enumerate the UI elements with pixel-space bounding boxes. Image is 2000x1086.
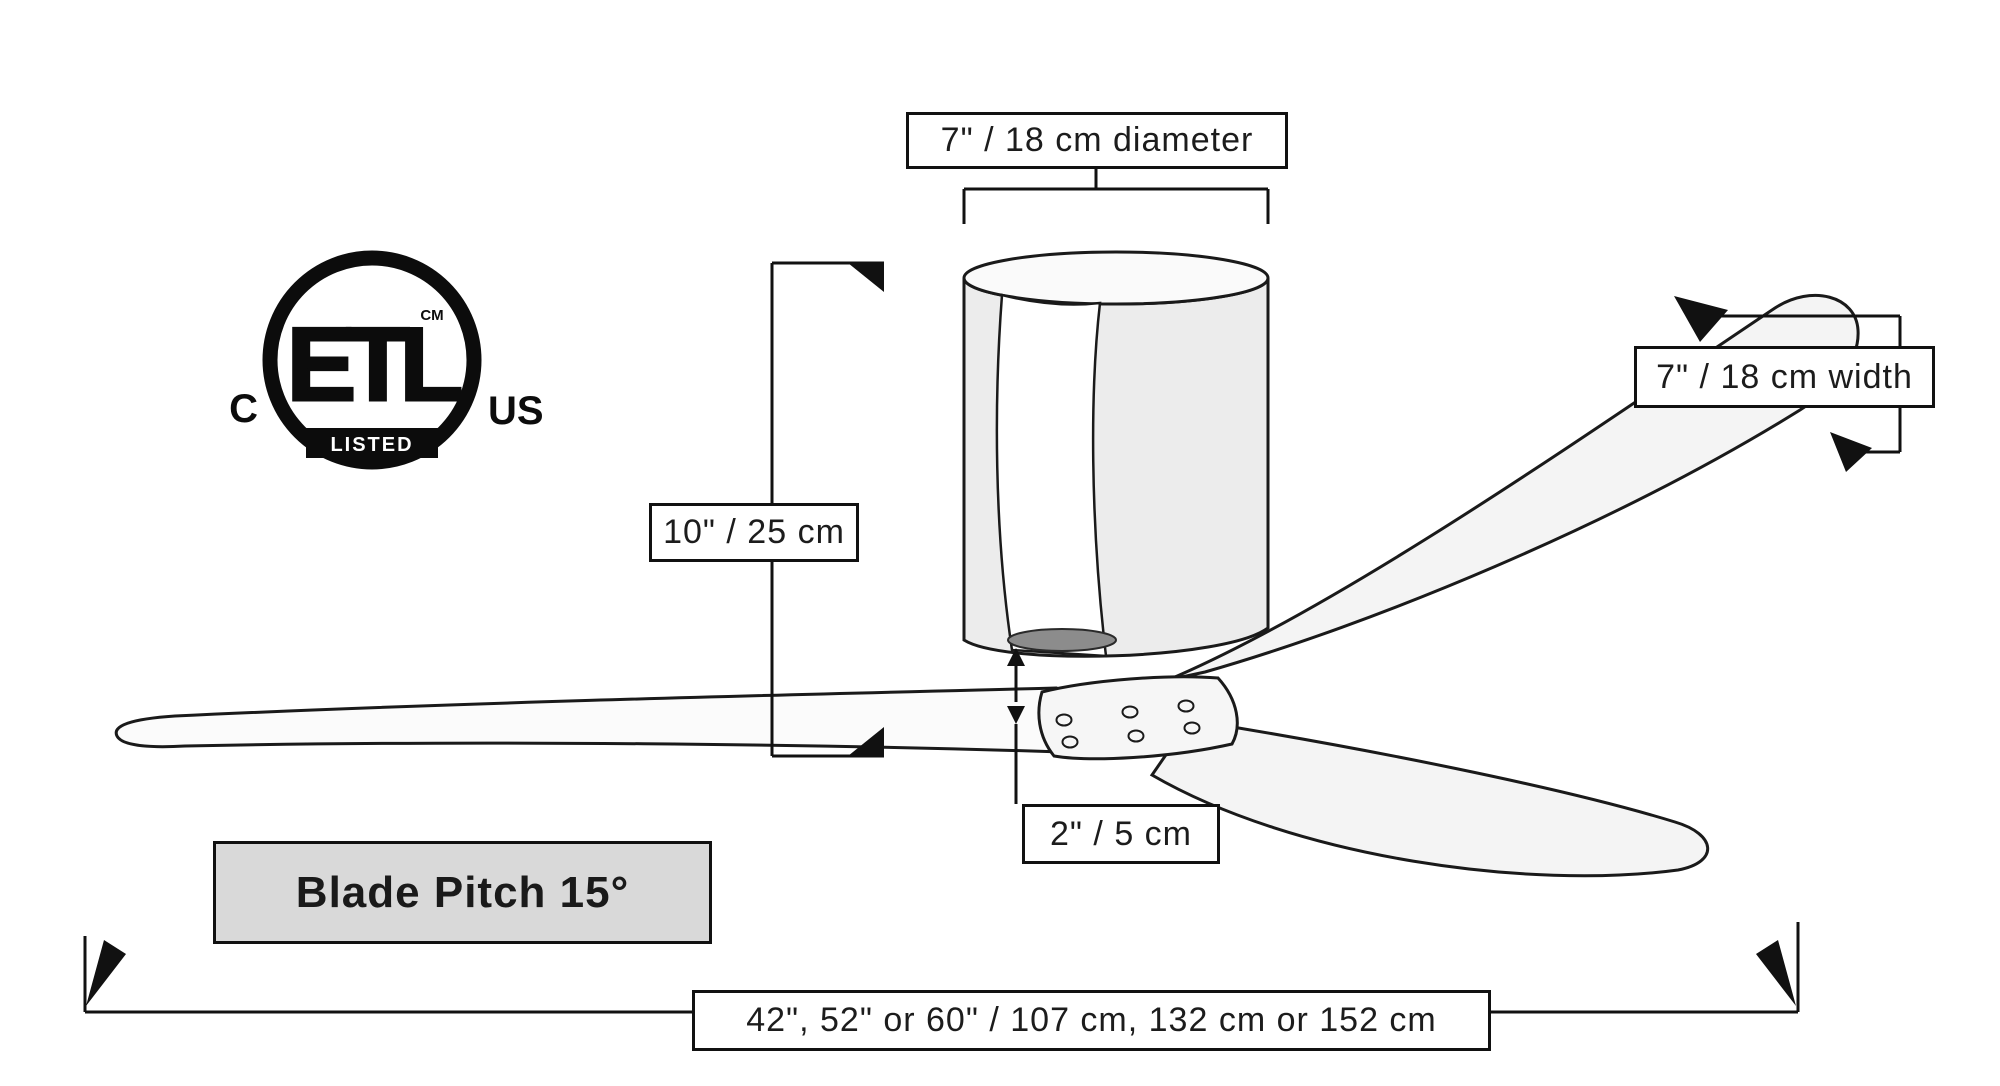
span-arrow-left bbox=[86, 940, 126, 1006]
screw-hole bbox=[1061, 735, 1079, 749]
gap-arrow-down bbox=[1007, 706, 1025, 724]
etl-logo-mark: ETL bbox=[287, 307, 461, 423]
height-arrow-bottom bbox=[848, 727, 884, 756]
height-label: 10" / 25 cm bbox=[649, 503, 859, 562]
blade-width-label: 7" / 18 cm width bbox=[1634, 346, 1935, 408]
etl-logo-tm: CM bbox=[420, 307, 443, 324]
screw-hole bbox=[1121, 705, 1139, 719]
span-arrow-right bbox=[1756, 940, 1796, 1006]
etl-country-right: US bbox=[488, 389, 544, 433]
fan-blade-lower-right bbox=[1149, 718, 1710, 878]
hub-gap-label: 2" / 5 cm bbox=[1022, 804, 1220, 864]
blade-pitch-label: Blade Pitch 15° bbox=[213, 841, 712, 944]
diameter-label: 7" / 18 cm diameter bbox=[906, 112, 1288, 169]
screw-hole bbox=[1055, 713, 1073, 727]
screw-hole bbox=[1177, 699, 1195, 713]
etl-country-left: C bbox=[229, 387, 258, 431]
dimension-lines bbox=[83, 169, 1902, 1014]
gap-arrow-up bbox=[1007, 648, 1025, 666]
hub-plate bbox=[1037, 675, 1239, 761]
fan-blade-left bbox=[114, 686, 1064, 754]
diameter-bracket bbox=[962, 169, 1270, 224]
width-arrow-bottom bbox=[1830, 432, 1872, 472]
screw-hole bbox=[1183, 721, 1201, 735]
height-arrow-top bbox=[848, 263, 884, 292]
screw-hole bbox=[1127, 729, 1145, 743]
housing-light-stripe bbox=[995, 293, 1108, 658]
motor-housing-top bbox=[962, 250, 1270, 306]
etl-logo-ring bbox=[262, 250, 482, 470]
etl-listed-banner bbox=[306, 428, 438, 458]
width-arrow-top bbox=[1674, 296, 1728, 342]
etl-listed-label: LISTED bbox=[330, 434, 413, 456]
motor-underside bbox=[1007, 628, 1117, 652]
hub-screws bbox=[1055, 699, 1201, 749]
etl-logo: ETL CM LISTED C US bbox=[229, 250, 544, 470]
fan-span-label: 42", 52" or 60" / 107 cm, 132 cm or 152 … bbox=[692, 990, 1491, 1051]
